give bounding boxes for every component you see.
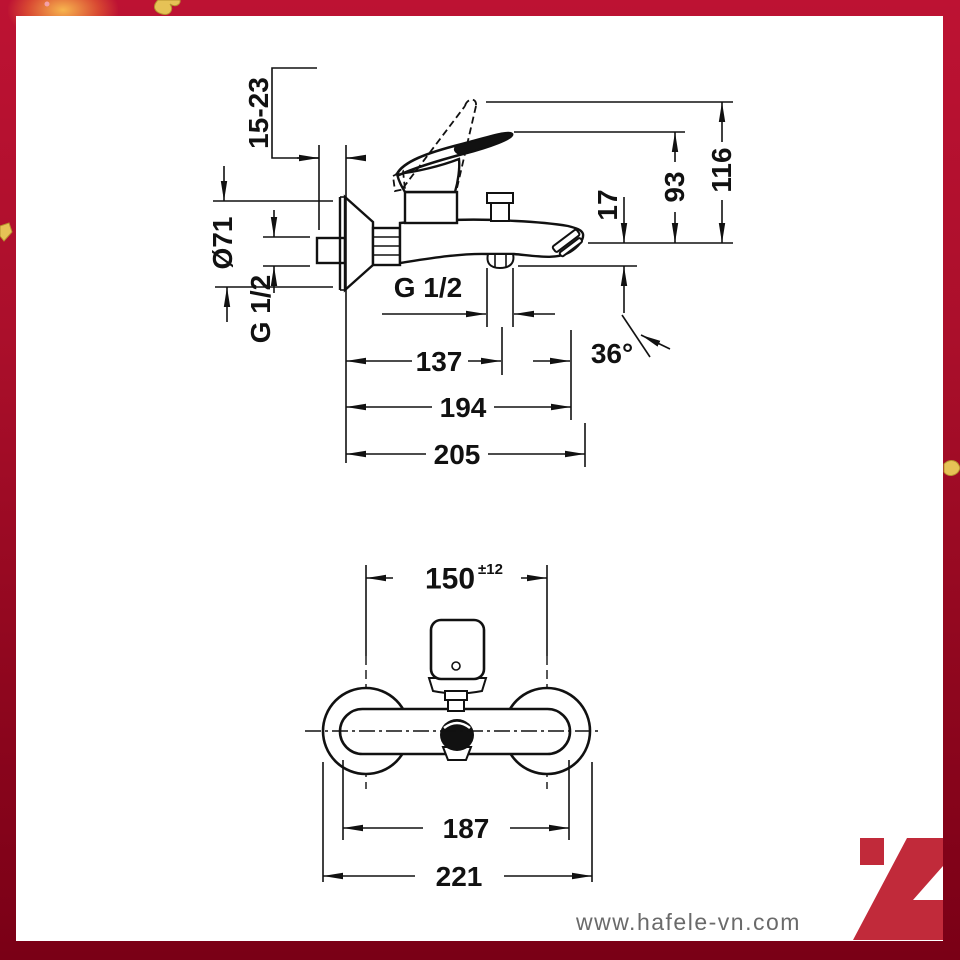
dim-flange-diameter: Ø71 — [207, 166, 333, 322]
dim-connection-distance: 150 ±12 — [366, 561, 547, 596]
dim-label-overall-width: 221 — [436, 861, 483, 892]
dim-label-spout-drop: 17 — [592, 189, 623, 220]
dim-length-194: 194 — [346, 392, 571, 423]
dim-label-spout-angle: 36° — [591, 338, 633, 369]
dim-label-shower-outlet-thread: G 1/2 — [394, 272, 462, 303]
confetti-dot-icon — [44, 1, 50, 7]
dim-label-height-93: 93 — [659, 171, 690, 202]
aerator — [551, 228, 583, 258]
union-nut — [371, 226, 402, 267]
dim-label-height-116: 116 — [706, 147, 737, 192]
website-url: www.hafele-vn.com — [576, 909, 801, 935]
confetti-ribbon-icon — [154, 0, 181, 15]
wall-flange — [338, 194, 375, 293]
dim-overall-width: 221 — [322, 762, 593, 892]
spout-front — [440, 719, 474, 761]
handle-front — [427, 618, 488, 712]
dim-label-spout-reach: 137 — [416, 346, 463, 377]
hafele-logo — [853, 838, 943, 940]
dim-label-length-205: 205 — [434, 439, 481, 470]
dim-body-width: 187 — [342, 760, 570, 844]
lever-handle — [395, 131, 514, 194]
dim-height-116: 116 — [706, 102, 737, 243]
dim-spout-reach: 137 — [346, 330, 572, 420]
front-view: 150 ±12 187 — [305, 561, 600, 892]
drawing-canvas: 15-23 Ø71 G 1/2 17 — [16, 16, 943, 941]
logo-square — [860, 838, 884, 865]
handle-raised-position-dashed — [392, 98, 477, 193]
confetti-leaf-right-icon — [943, 460, 960, 476]
logo-a-letter — [853, 838, 943, 940]
side-view: 15-23 Ø71 G 1/2 17 — [207, 67, 737, 470]
dim-label-wall-thread: G 1/2 — [245, 275, 276, 343]
dim-label-flange-diameter: Ø71 — [207, 217, 238, 270]
dim-label-connection-tolerance: ±12 — [478, 561, 503, 578]
shower-outlet-connector — [486, 253, 515, 270]
dim-label-wall-adjust: 15-23 — [243, 77, 274, 149]
cartridge-housing — [403, 190, 459, 225]
top-outlet-stub — [486, 192, 514, 222]
dim-spout-angle: 36° — [591, 314, 671, 369]
dim-label-length-194: 194 — [440, 392, 487, 423]
dim-shower-outlet-thread: G 1/2 — [382, 268, 555, 375]
technical-drawing: 15-23 Ø71 G 1/2 17 — [207, 67, 943, 940]
dim-length-205: 205 — [346, 423, 586, 470]
dim-wall-thread: G 1/2 — [245, 210, 310, 343]
dim-label-connection-distance: 150 — [425, 563, 475, 596]
dim-spout-drop: 17 — [592, 189, 628, 313]
confetti-leaf-left-icon — [0, 222, 13, 242]
dim-wall-adjust: 15-23 — [243, 67, 366, 463]
dim-label-body-width: 187 — [443, 813, 490, 844]
dim-height-93: 93 — [659, 132, 690, 243]
